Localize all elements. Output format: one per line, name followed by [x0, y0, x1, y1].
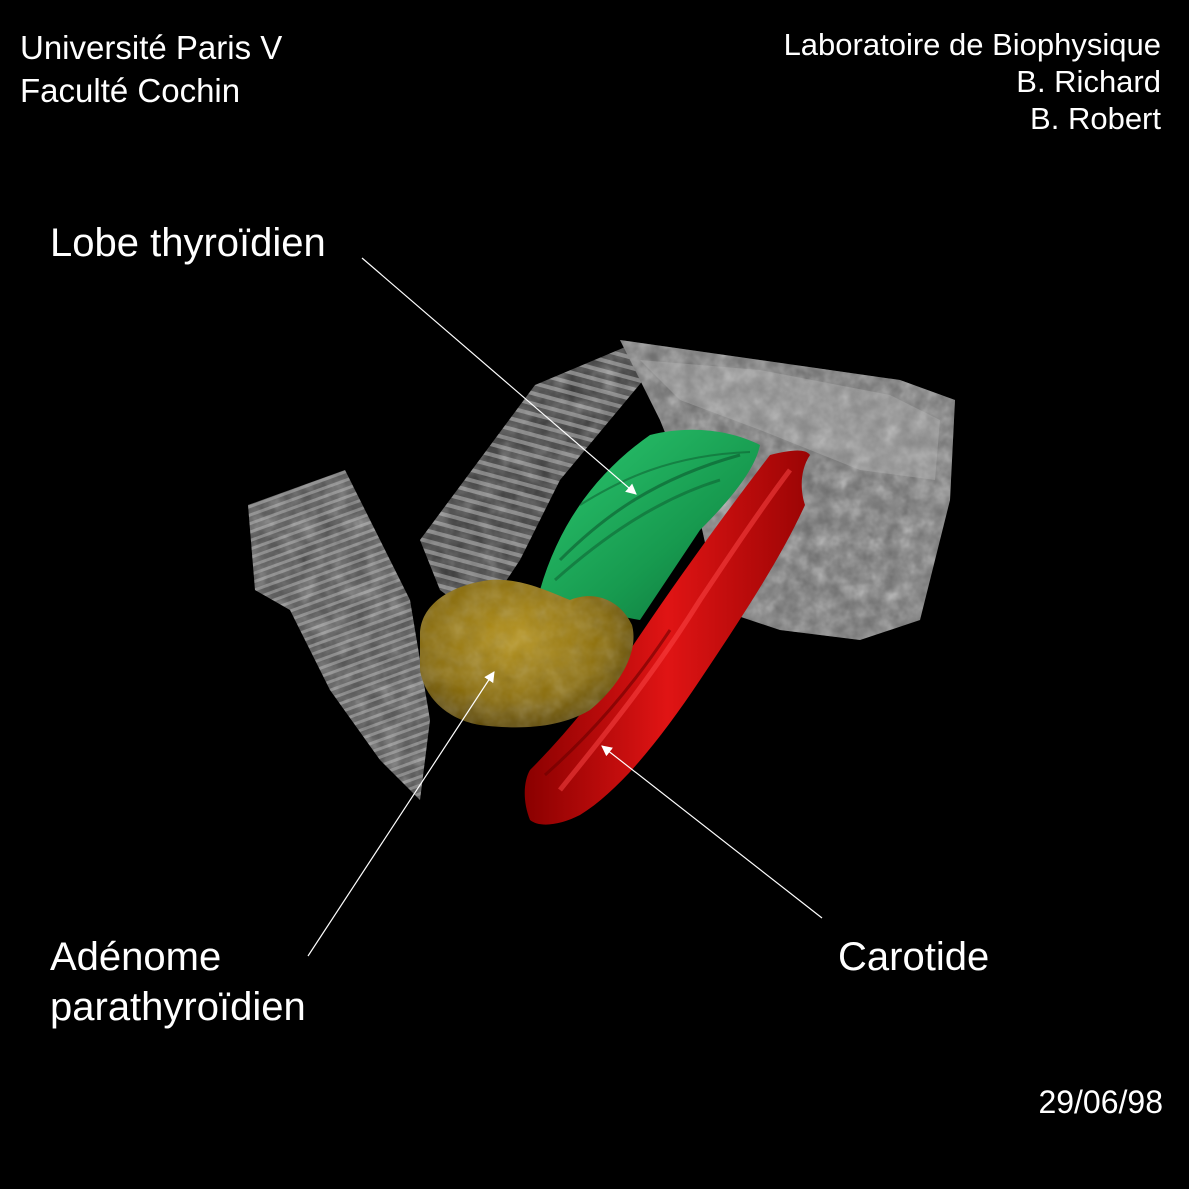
adenoma-label-line1: Adénome — [50, 935, 222, 979]
university-name: Université Paris V — [20, 29, 283, 66]
adenoma-label: Adénome parathyroïdien — [50, 932, 306, 1032]
author-2: B. Robert — [1030, 101, 1161, 136]
carotid-label: Carotide — [838, 935, 990, 979]
parathyroid-adenoma-render — [420, 579, 634, 728]
adenoma-label-line2: parathyroïdien — [50, 985, 306, 1029]
carotid-render — [524, 450, 810, 825]
author-1: B. Richard — [1016, 64, 1161, 99]
adenoma-pointer-line — [307, 671, 495, 957]
thyroid-lobe-render — [540, 429, 760, 620]
lobe-pointer-line — [361, 257, 637, 495]
carotid-pointer-line — [601, 745, 823, 919]
lab-name: Laboratoire de Biophysique — [783, 27, 1161, 62]
faculty-name: Faculté Cochin — [20, 72, 241, 109]
institution-header: Université Paris V Faculté Cochin — [20, 26, 282, 112]
thyroid-lobe-label: Lobe thyroïdien — [50, 221, 326, 265]
lab-header: Laboratoire de Biophysique B. Richard B.… — [784, 26, 1161, 137]
date-stamp: 29/06/98 — [1038, 1084, 1163, 1120]
